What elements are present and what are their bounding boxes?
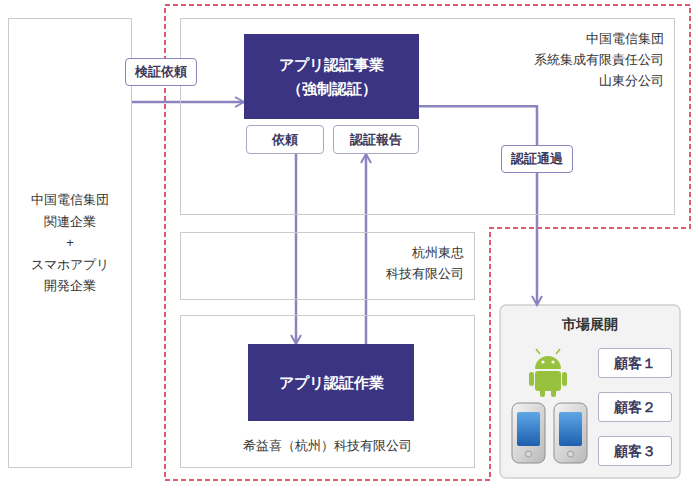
- customer-box: 顧客１: [598, 348, 672, 378]
- edge-label: 検証依頼: [125, 58, 197, 86]
- node-text: 中国電信集団 関連企業: [27, 189, 113, 232]
- flow-arrow: [132, 101, 244, 104]
- edge-label: 認証通過: [501, 145, 573, 173]
- company-box: 中国電信集団 関連企業+スマホアプリ 開発企業: [8, 18, 132, 468]
- node-text: 希益喜（杭州）科技有限公司: [243, 438, 412, 455]
- customer-box: 顧客３: [598, 436, 672, 466]
- android-icon: [529, 349, 567, 397]
- node-text: 顧客２: [614, 399, 656, 416]
- tag-box: 認証報告: [333, 125, 419, 154]
- phone-icon: [554, 403, 587, 463]
- market-box: 市場展開顧客１ 顧客２ 顧客３: [500, 305, 680, 478]
- node-text: 顧客３: [614, 443, 656, 460]
- process-box: アプリ認証作業: [248, 344, 414, 421]
- node-text: 中国電信集団 系統集成有限責任公司 山東分公司: [524, 29, 664, 91]
- company-box: 希益喜（杭州）科技有限公司 アプリ認証作業: [180, 315, 475, 468]
- node-text: アプリ認証事業 （強制認証）: [267, 53, 397, 101]
- process-box: アプリ認証事業 （強制認証）: [244, 34, 419, 119]
- market-panel: [500, 305, 680, 478]
- tag-box: 依頼: [246, 125, 324, 154]
- dashed-region: [165, 5, 690, 480]
- customer-box: 顧客２: [598, 392, 672, 422]
- phone-icon: [512, 403, 545, 463]
- node-text: 認証報告: [350, 132, 402, 148]
- company-box: 杭州東忠 科技有限公司: [180, 232, 475, 300]
- node-text: アプリ認証作業: [279, 372, 384, 393]
- node-text: 杭州東忠 科技有限公司: [374, 243, 464, 285]
- node-text: 顧客１: [614, 355, 656, 372]
- node-text: 依頼: [272, 132, 298, 148]
- node-text: スマホアプリ 開発企業: [27, 254, 113, 297]
- company-box: 中国電信集団 系統集成有限責任公司 山東分公司アプリ認証事業 （強制認証）依頼認…: [180, 18, 675, 215]
- node-text: 市場展開: [562, 315, 618, 333]
- node-text: +: [66, 232, 74, 253]
